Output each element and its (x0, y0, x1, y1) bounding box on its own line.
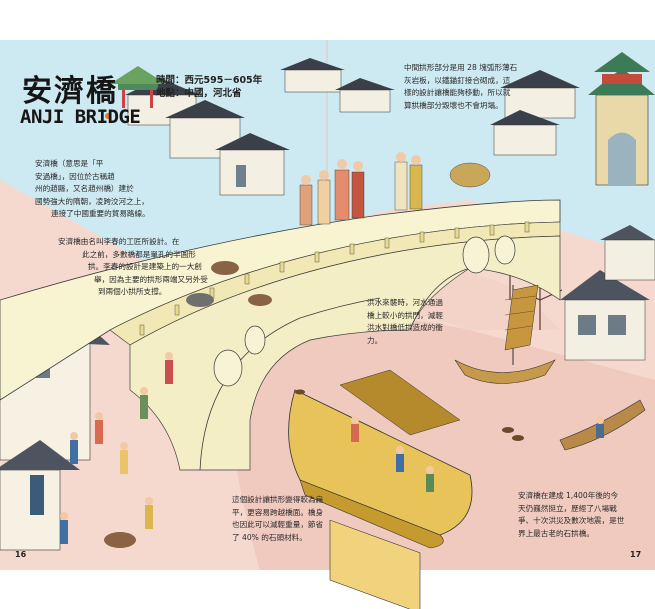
meta-time: 時間：西元595－605年 (156, 75, 263, 86)
paragraph-arches: 中間拱形部分是用 28 塊弧形薄石 灰岩板，以鐵錨釘接合砌成，這 樣的設計讓橋能… (404, 63, 518, 110)
paragraph-intro: 安濟橋（意思是「平 安過橋」，因位於古稱趙 州的趙縣，又名趙州橋）建於 國勢強大… (35, 159, 150, 219)
bridge-railing (139, 221, 530, 336)
ducks (295, 389, 524, 441)
title-english: ANJI BRIDGE (20, 106, 141, 128)
page-number-right: 17 (630, 550, 642, 559)
river (220, 315, 655, 570)
right-houses (490, 52, 655, 361)
page-number-left: 16 (15, 550, 27, 559)
paragraph-flat-arch: 這個設計讓拱形變得較為扁 平，更容易跨越橋面。橋身 也因此可以減輕重量，節省 了… (232, 495, 324, 542)
left-crowd (60, 352, 173, 548)
bridge-arch (129, 235, 561, 471)
upper-houses (110, 58, 395, 196)
cargo-boat (288, 369, 473, 609)
title-dot (105, 113, 111, 119)
paragraph-flood: 洪水來襲時，河水通過 橋上較小的拱門，減輕 洪水對橋低拱造成的衝 力。 (367, 298, 443, 345)
small-boat (559, 399, 646, 451)
sailboat (454, 284, 556, 384)
title-chinese: 安濟橋 (22, 74, 118, 109)
paragraph-designer: 安濟橋由名叫李春的工匠所設計。在 此之前，多數橋都是單孔的半圓形 拱。李春的設計… (58, 237, 208, 297)
paragraph-survival: 安濟橋在建成 1,400年後的今 天仍巍然挺立，歷經了八場戰 爭、十次洪災及數次… (518, 491, 625, 538)
procession (186, 152, 491, 307)
meta-place: 地點：中國，河北省 (156, 88, 242, 99)
